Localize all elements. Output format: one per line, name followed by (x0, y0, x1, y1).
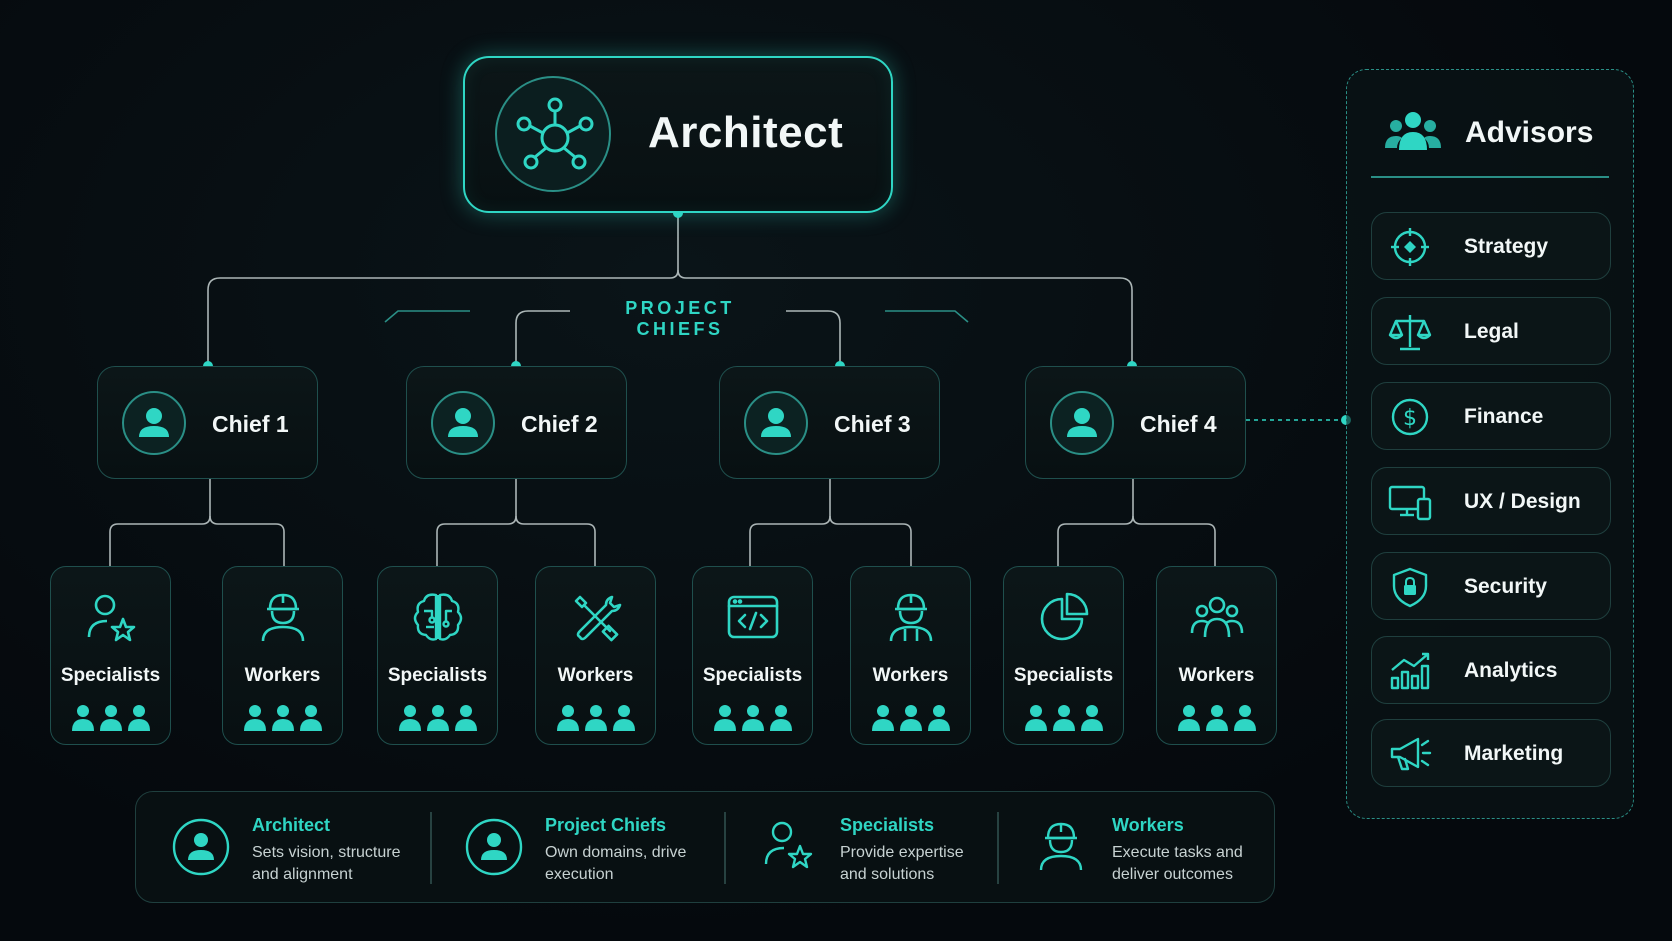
team-label: Workers (244, 665, 321, 686)
advisor-label: Finance (1464, 405, 1544, 428)
hard-hat-worker-icon (881, 587, 941, 647)
advisor-item-legal[interactable]: Legal (1371, 297, 1611, 365)
people-dots-icon (711, 703, 795, 733)
advisors-panel: Advisors Strategy Legal $ Finance UX / D… (1346, 69, 1634, 819)
advisor-item-strategy[interactable]: Strategy (1371, 212, 1611, 280)
team-label: Specialists (387, 665, 488, 686)
advisor-label: UX / Design (1464, 490, 1581, 513)
advisor-label: Strategy (1464, 235, 1549, 258)
user-icon (744, 391, 808, 455)
advisor-label: Analytics (1464, 659, 1558, 682)
tools-icon (566, 587, 626, 647)
team-card-workers-3[interactable]: Workers (850, 566, 971, 745)
legend-divider (430, 812, 432, 884)
code-window-icon (723, 587, 783, 647)
people-dots-icon (1022, 703, 1106, 733)
group-icon (1187, 587, 1247, 647)
advisor-label: Legal (1464, 320, 1519, 343)
team-label: Specialists (702, 665, 803, 686)
brain-circuit-icon (408, 587, 468, 647)
pie-chart-icon (1034, 587, 1094, 647)
legend-divider (997, 812, 999, 884)
people-dots-icon (554, 703, 638, 733)
chief-node-4[interactable]: Chief 4 (1025, 366, 1246, 479)
advisor-label: Security (1464, 575, 1547, 598)
user-circle-icon (463, 816, 525, 878)
legend-divider (724, 812, 726, 884)
chief-label: Chief 1 (212, 411, 289, 437)
people-dots-icon (396, 703, 480, 733)
svg-text:$: $ (1403, 406, 1417, 431)
advisor-item-analytics[interactable]: Analytics (1371, 636, 1611, 704)
team-label: Specialists (1013, 665, 1114, 686)
user-icon (122, 391, 186, 455)
people-group-icon (1385, 110, 1441, 154)
architect-title: Architect (648, 108, 844, 157)
team-card-specialists-1[interactable]: Specialists (50, 566, 171, 745)
people-dots-icon (1175, 703, 1259, 733)
shield-lock-icon (1388, 566, 1432, 608)
team-label: Workers (557, 665, 634, 686)
advisor-label: Marketing (1464, 742, 1564, 765)
team-card-workers-2[interactable]: Workers (535, 566, 656, 745)
target-icon (1388, 226, 1432, 268)
advisor-item-finance[interactable]: $ Finance (1371, 382, 1611, 450)
team-card-specialists-2[interactable]: Specialists (377, 566, 498, 745)
user-icon (1050, 391, 1114, 455)
chief-label: Chief 2 (521, 411, 598, 437)
bar-chart-icon (1388, 650, 1432, 692)
user-circle-icon (170, 816, 232, 878)
megaphone-icon (1388, 733, 1432, 775)
devices-icon (1388, 481, 1432, 523)
user-icon (431, 391, 495, 455)
team-card-specialists-3[interactable]: Specialists (692, 566, 813, 745)
advisors-divider (1371, 176, 1609, 178)
network-hub-icon (495, 76, 611, 192)
chief-label: Chief 4 (1140, 411, 1217, 437)
team-card-workers-1[interactable]: Workers (222, 566, 343, 745)
scales-icon (1388, 311, 1432, 353)
people-dots-icon (869, 703, 953, 733)
chief-label: Chief 3 (834, 411, 911, 437)
legend-title: Project Chiefs (545, 815, 667, 835)
chief-node-1[interactable]: Chief 1 (97, 366, 318, 479)
team-label: Workers (872, 665, 949, 686)
legend-title: Workers (1112, 815, 1184, 835)
section-label-project-chiefs: PROJECT CHIEFS (625, 298, 735, 339)
people-dots-icon (241, 703, 325, 733)
team-card-workers-4[interactable]: Workers (1156, 566, 1277, 745)
architect-node[interactable]: Architect (463, 56, 893, 213)
team-label: Workers (1178, 665, 1255, 686)
legend-title: Specialists (840, 815, 935, 835)
user-star-icon (81, 587, 141, 647)
hard-hat-worker-icon (1030, 816, 1092, 878)
team-label: Specialists (60, 665, 161, 686)
advisor-item-security[interactable]: Security (1371, 552, 1611, 620)
advisor-item-marketing[interactable]: Marketing (1371, 719, 1611, 787)
legend-title: Architect (252, 815, 331, 835)
team-card-specialists-4[interactable]: Specialists (1003, 566, 1124, 745)
hard-hat-worker-icon (253, 587, 313, 647)
advisors-title: Advisors (1465, 116, 1594, 149)
chief-node-2[interactable]: Chief 2 (406, 366, 627, 479)
people-dots-icon (69, 703, 153, 733)
dollar-icon: $ (1388, 396, 1432, 438)
user-star-icon (758, 816, 820, 878)
advisor-item-ux-design[interactable]: UX / Design (1371, 467, 1611, 535)
chief-node-3[interactable]: Chief 3 (719, 366, 940, 479)
